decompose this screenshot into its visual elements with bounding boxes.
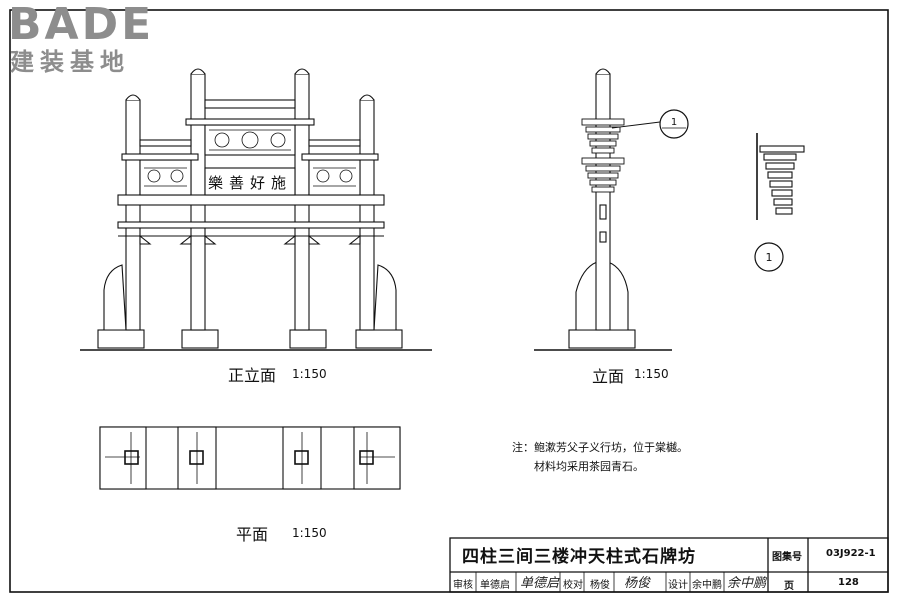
atlas-number-label: 图集号 [772, 552, 802, 563]
front-side-top-beam-left [139, 139, 192, 147]
reviewer-signature: 单德启 [520, 576, 560, 591]
drawing-note-line-1: 注：鲍漱芳父子义行坊，位于棠樾。 [512, 441, 688, 454]
drawing-note: 注：鲍漱芳父子义行坊，位于棠樾。 材料均采用茶园青石。 [512, 438, 688, 476]
front-column-cap-4 [359, 94, 375, 101]
designer-name: 余中鹏 [692, 580, 722, 591]
detail-marker-number: 1 [766, 251, 773, 264]
side-detail-leader [611, 121, 661, 129]
plan-column-4 [359, 450, 374, 465]
front-column-cap-1 [125, 94, 141, 101]
brand-wordmark: BADE [8, 0, 155, 50]
front-bracket-1 [139, 234, 152, 245]
front-top-beam [204, 99, 296, 109]
front-elevation [80, 68, 432, 351]
front-plinth-3 [289, 329, 327, 349]
front-bracket-4 [283, 234, 296, 245]
front-drum-stone-1 [103, 264, 127, 331]
side-elevation-scale: 1:150 [634, 367, 669, 381]
title-block [449, 537, 889, 593]
front-side-panel-right [308, 159, 361, 196]
front-side-top-beam-right [308, 139, 361, 147]
front-elevation-label: 正立面 [228, 366, 277, 385]
side-plinth [568, 329, 636, 349]
front-lattice-right [313, 167, 356, 187]
front-plinth-4 [355, 329, 403, 349]
side-middle-roof [581, 157, 625, 193]
brand-subtitle: 建装基地 [10, 48, 130, 76]
front-column-cap-3 [294, 68, 310, 75]
front-column-cap-2 [190, 68, 206, 75]
plan-column-1 [124, 450, 139, 465]
review-label: 审核 [453, 580, 473, 591]
sheet-border [9, 9, 889, 593]
front-plinth-2 [181, 329, 219, 349]
front-bracket-2 [179, 234, 192, 245]
front-tie-beam [117, 221, 385, 229]
reviewer-name: 单德启 [480, 580, 510, 591]
side-elevation-label: 立面 [592, 367, 625, 386]
front-elevation-scale: 1:150 [292, 367, 327, 381]
front-plaque-text: 樂善好施 [208, 174, 292, 192]
side-upper-roof [581, 118, 625, 154]
front-bracket-3 [204, 234, 217, 245]
atlas-number: 03J922-1 [826, 548, 876, 559]
plan-outline [99, 426, 401, 490]
design-label: 设计 [668, 580, 688, 591]
plan-column-2 [189, 450, 204, 465]
front-column-1 [125, 99, 141, 331]
check-label: 校对 [563, 580, 583, 591]
page-label: 页 [784, 581, 794, 592]
side-column [595, 73, 611, 331]
brand-logo: BADE 建装基地 [8, 0, 155, 77]
plan-cross-1 [99, 426, 147, 490]
plan-column-3 [294, 450, 309, 465]
page-number: 128 [838, 577, 859, 588]
front-drum-stone-4 [373, 264, 397, 331]
drawing-title: 四柱三间三楼冲天柱式石牌坊 [462, 547, 696, 567]
title-block-frame [449, 537, 889, 593]
side-beam-end-1 [599, 204, 607, 220]
front-bracket-6 [348, 234, 361, 245]
side-column-cap [595, 68, 611, 75]
front-lattice-left [144, 167, 187, 187]
front-side-panel-left [139, 159, 192, 196]
front-bracket-5 [308, 234, 321, 245]
front-lattice-upper [209, 129, 291, 151]
plan-view [99, 426, 401, 490]
front-lower-beam [117, 194, 385, 206]
checker-signature: 杨俊 [624, 576, 651, 591]
plan-label: 平面 [236, 525, 269, 544]
front-plaque-board [204, 167, 296, 196]
front-upper-eave [185, 118, 315, 126]
front-plinth-1 [97, 329, 145, 349]
checker-name: 杨俊 [590, 580, 610, 591]
front-middle-eave-right [301, 153, 379, 161]
side-detail-marker-number: 1 [671, 117, 677, 128]
detail-marker [754, 242, 784, 272]
detail-section [756, 133, 805, 220]
side-elevation [534, 68, 689, 351]
side-beam-end-2 [599, 231, 607, 243]
front-middle-eave-left [121, 153, 199, 161]
designer-signature: 余中鹏 [727, 576, 767, 591]
drawing-note-line-2: 材料均采用茶园青石。 [534, 460, 644, 473]
plan-scale: 1:150 [292, 526, 327, 540]
front-column-4 [359, 99, 375, 331]
side-detail-marker [659, 109, 689, 139]
